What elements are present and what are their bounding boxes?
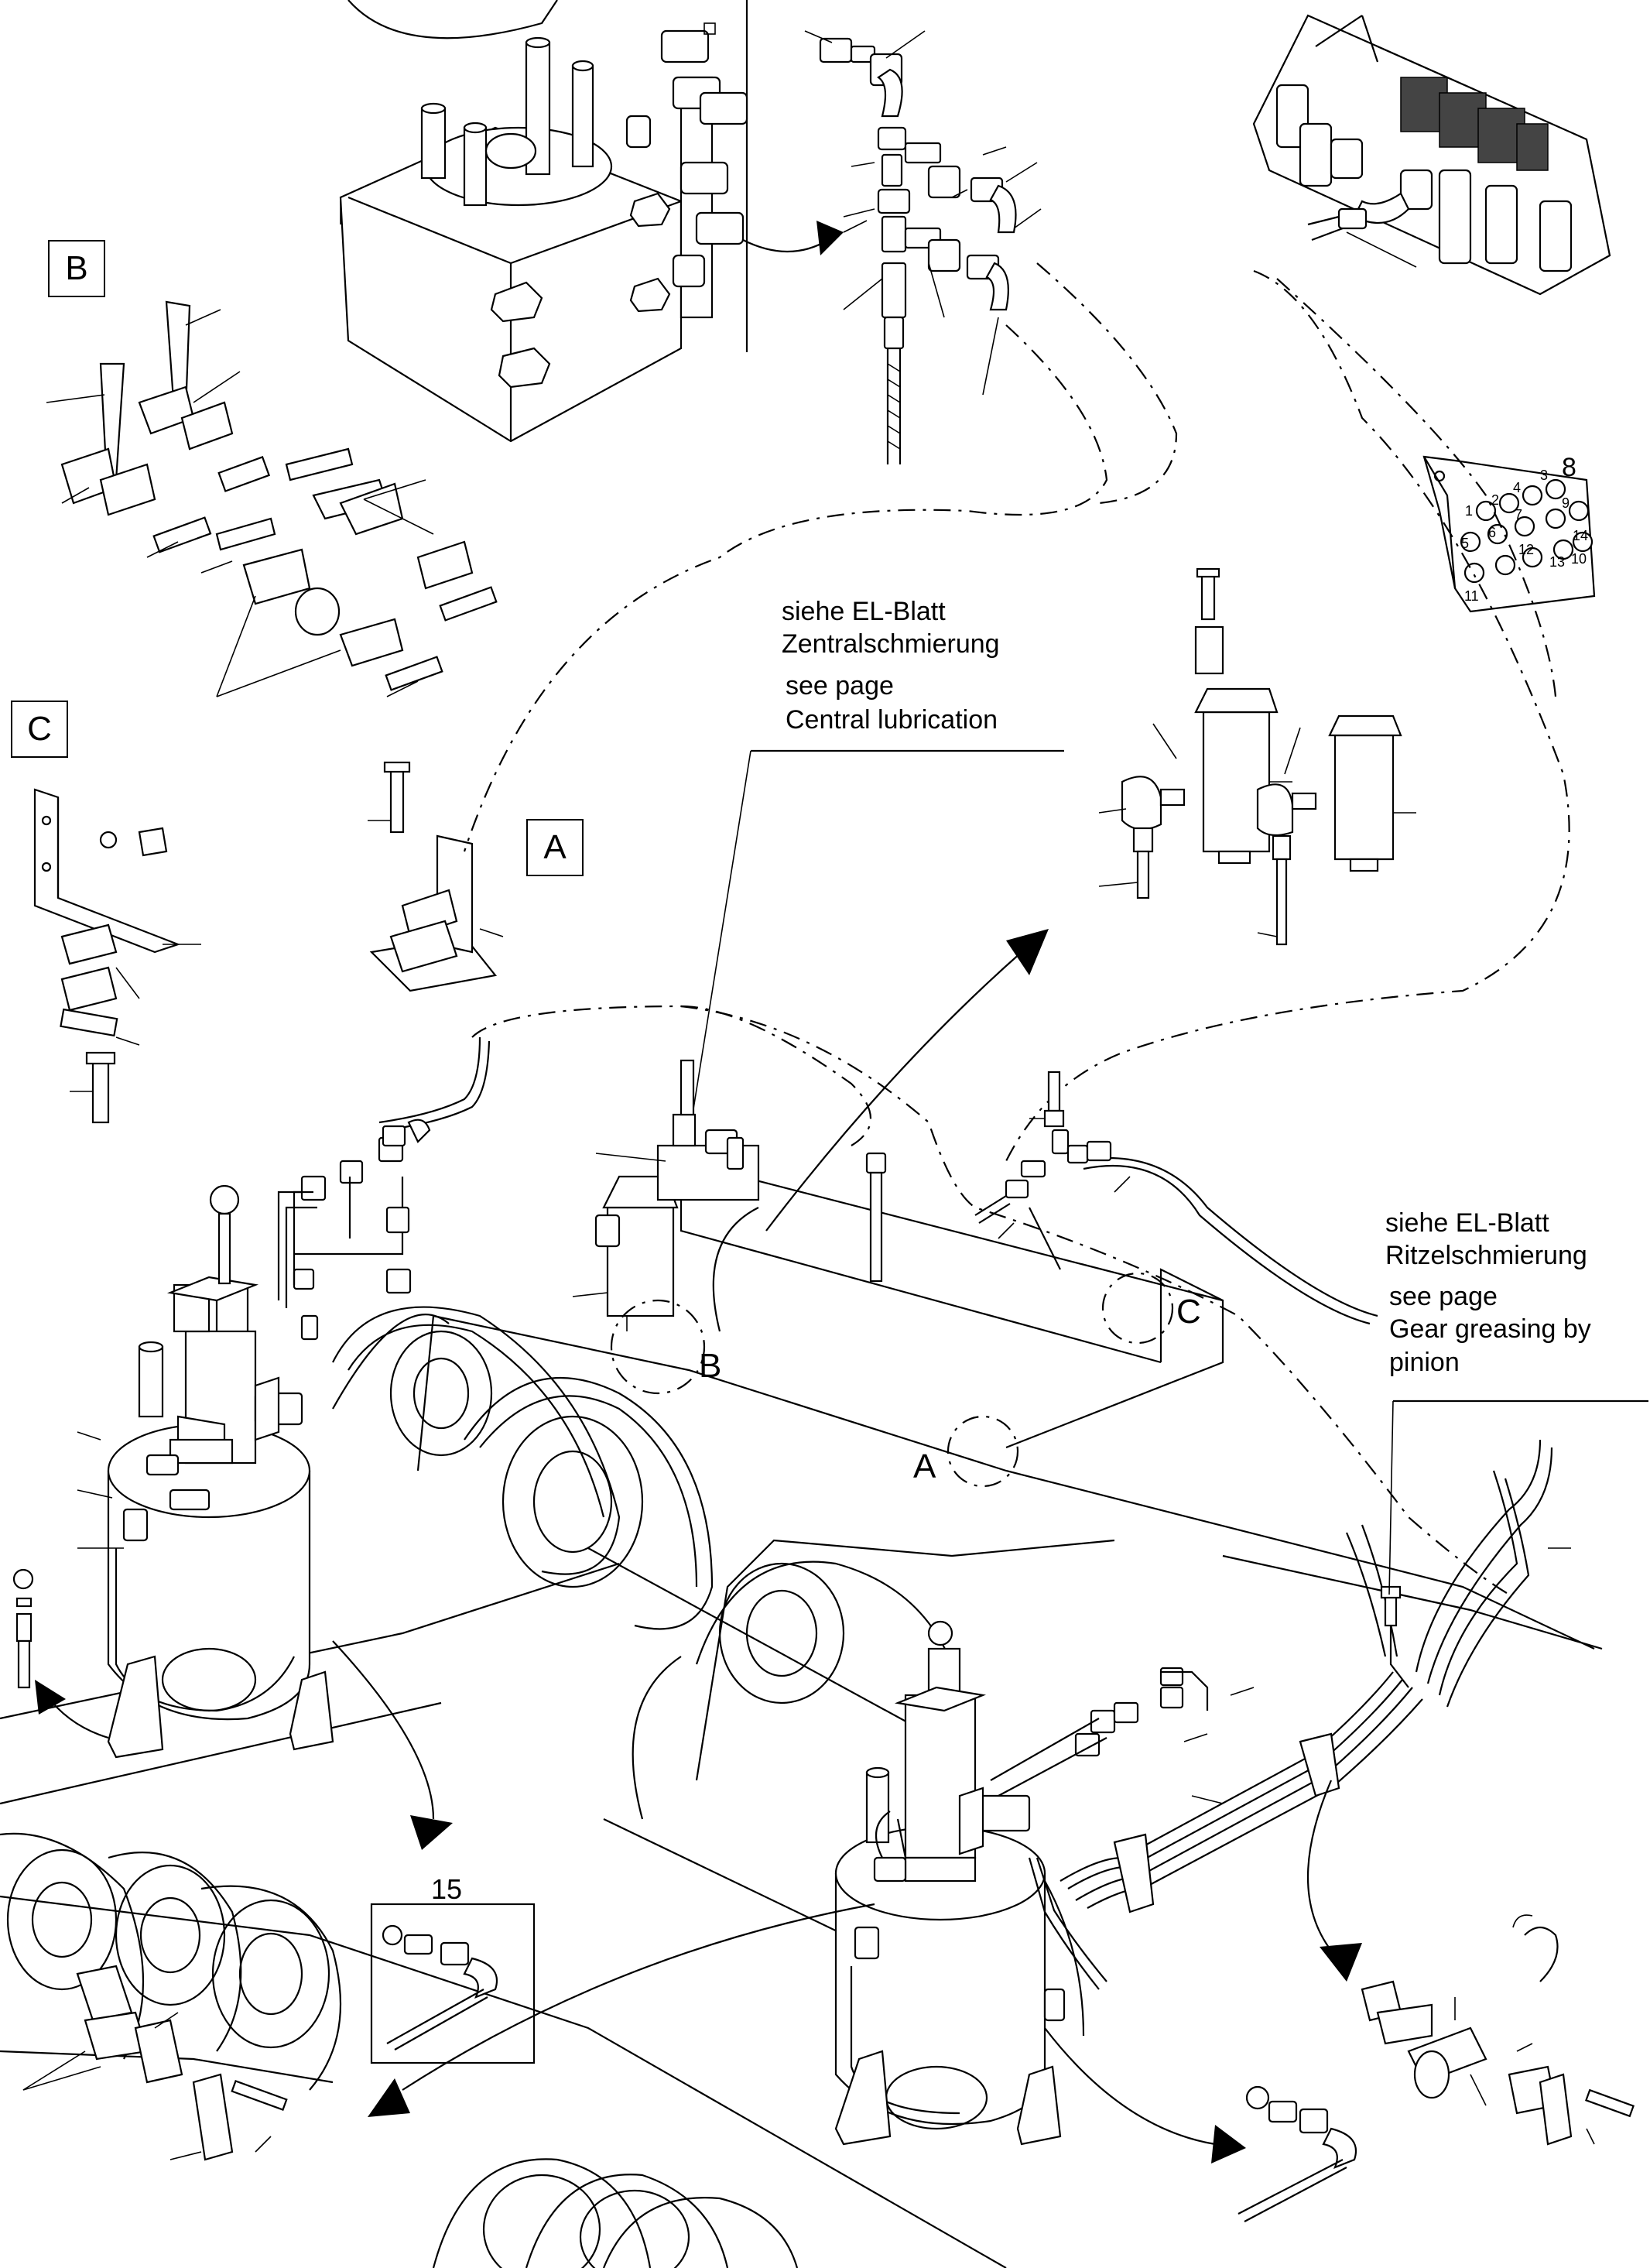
valve-bank	[1252, 14, 1611, 296]
pinion-note-line3: see page	[1389, 1282, 1498, 1311]
view-label-a: A	[526, 819, 584, 876]
manifold-port-number: 14	[1573, 528, 1589, 543]
frame-filter-assembly	[572, 1059, 760, 1331]
right-grease-pump	[834, 1620, 1209, 2146]
pinion-note-line5: pinion	[1389, 1348, 1460, 1377]
manifold-port-number: 12	[1518, 542, 1535, 557]
detail-b-clamps	[46, 300, 498, 697]
marker-label-a: A	[913, 1447, 936, 1485]
manifold-port-number: 8	[1562, 453, 1576, 482]
manifold-port-number: 6	[1488, 525, 1497, 540]
central-note-line1: siehe EL-Blatt	[782, 597, 946, 626]
left-grease-pump	[77, 1136, 412, 1759]
detail-15-box	[370, 1903, 536, 2064]
center-right-fittings	[865, 1071, 1131, 1283]
central-note-line3: see page	[786, 671, 894, 701]
detail-a-bracket	[368, 761, 504, 992]
marker-label-c: C	[1176, 1293, 1201, 1331]
pinion-note-line1: siehe EL-Blatt	[1385, 1208, 1549, 1238]
detail-bottom-right-clamp	[1361, 1914, 1635, 2146]
pipe-bundle-right	[1059, 1439, 1571, 1913]
bottom-right-fittings	[1238, 2085, 1357, 2222]
manifold-port-number: 2	[1491, 492, 1500, 508]
central-note-line2: Zentralschmierung	[782, 629, 1000, 659]
bolt-stack-left	[12, 1568, 34, 1689]
view-label-c: C	[11, 701, 68, 758]
main-frame	[0, 1160, 1603, 2268]
marker-label-b: B	[699, 1347, 722, 1385]
manifold-port-number: 11	[1464, 588, 1479, 604]
fitting-tree	[804, 30, 1042, 464]
filter-detail	[1098, 567, 1416, 946]
manifold-port-number: 9	[1562, 495, 1570, 511]
pinion-note-line2: Ritzelschmierung	[1385, 1241, 1587, 1270]
manifold-port-number: 4	[1513, 480, 1522, 495]
pinion-note-line4: Gear greasing by	[1389, 1314, 1591, 1344]
manifold-port-number: 10	[1571, 551, 1587, 567]
manifold-port-number: 5	[1461, 536, 1470, 551]
detail-bottom-left-clamp	[22, 1965, 288, 2161]
detail-c-bracket	[33, 788, 201, 1124]
top-pump-block	[339, 0, 748, 443]
manifold-port-number: 1	[1465, 503, 1474, 519]
left-pipe-fittings	[382, 1119, 431, 1147]
central-note-line4: Central lubrication	[786, 705, 998, 735]
manifold-port-number: 7	[1515, 507, 1523, 522]
manifold-port-number: 13	[1549, 554, 1566, 570]
detail-number-15: 15	[431, 1873, 463, 1905]
view-label-b: B	[48, 240, 105, 297]
manifold-port-number: 3	[1540, 468, 1549, 483]
